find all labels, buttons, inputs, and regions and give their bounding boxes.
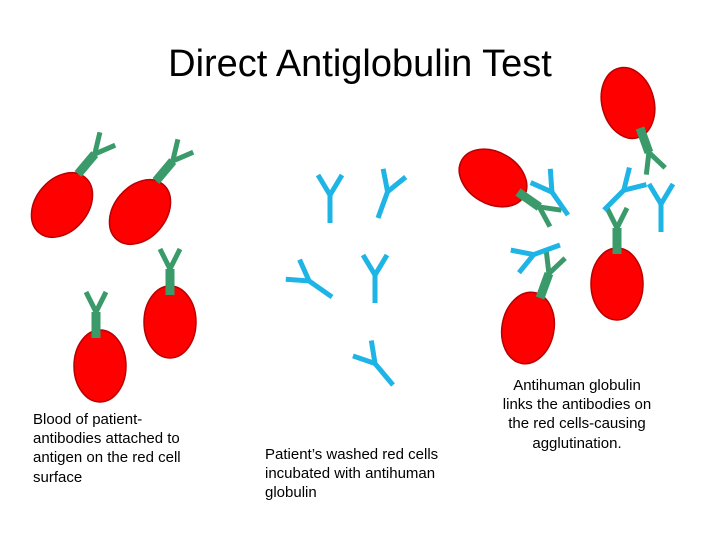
sensitised-red-cell-3 [143,249,197,359]
antihuman-globulin-group [286,169,406,393]
antihuman-globulin-1 [318,175,342,223]
antihuman-globulin-2 [367,169,406,222]
caption-left: Blood of patient-antibodies attached to … [33,411,181,486]
linking-antihuman-globulin [511,168,673,273]
agglutinated-red-cell-3 [590,208,644,321]
caption-middle: Patient’s washed red cells incubated wit… [265,446,439,502]
sensitised-red-cell-2 [96,139,193,258]
agglutinated-red-cell-2 [448,136,562,226]
caption-right: Antihuman globulin links the antibodies … [502,377,652,452]
slide-title: Direct Antiglobulin Test [168,43,552,85]
sensitised-red-cell-1 [18,132,115,251]
agglutinated-red-cell-4 [495,251,565,369]
antihuman-globulin-5 [353,341,402,393]
agglutinated-red-cell-1 [592,60,666,174]
antihuman-globulin-3 [286,260,339,307]
antihuman-globulin-4 [363,255,387,303]
sensitised-red-cell-4 [73,292,127,403]
